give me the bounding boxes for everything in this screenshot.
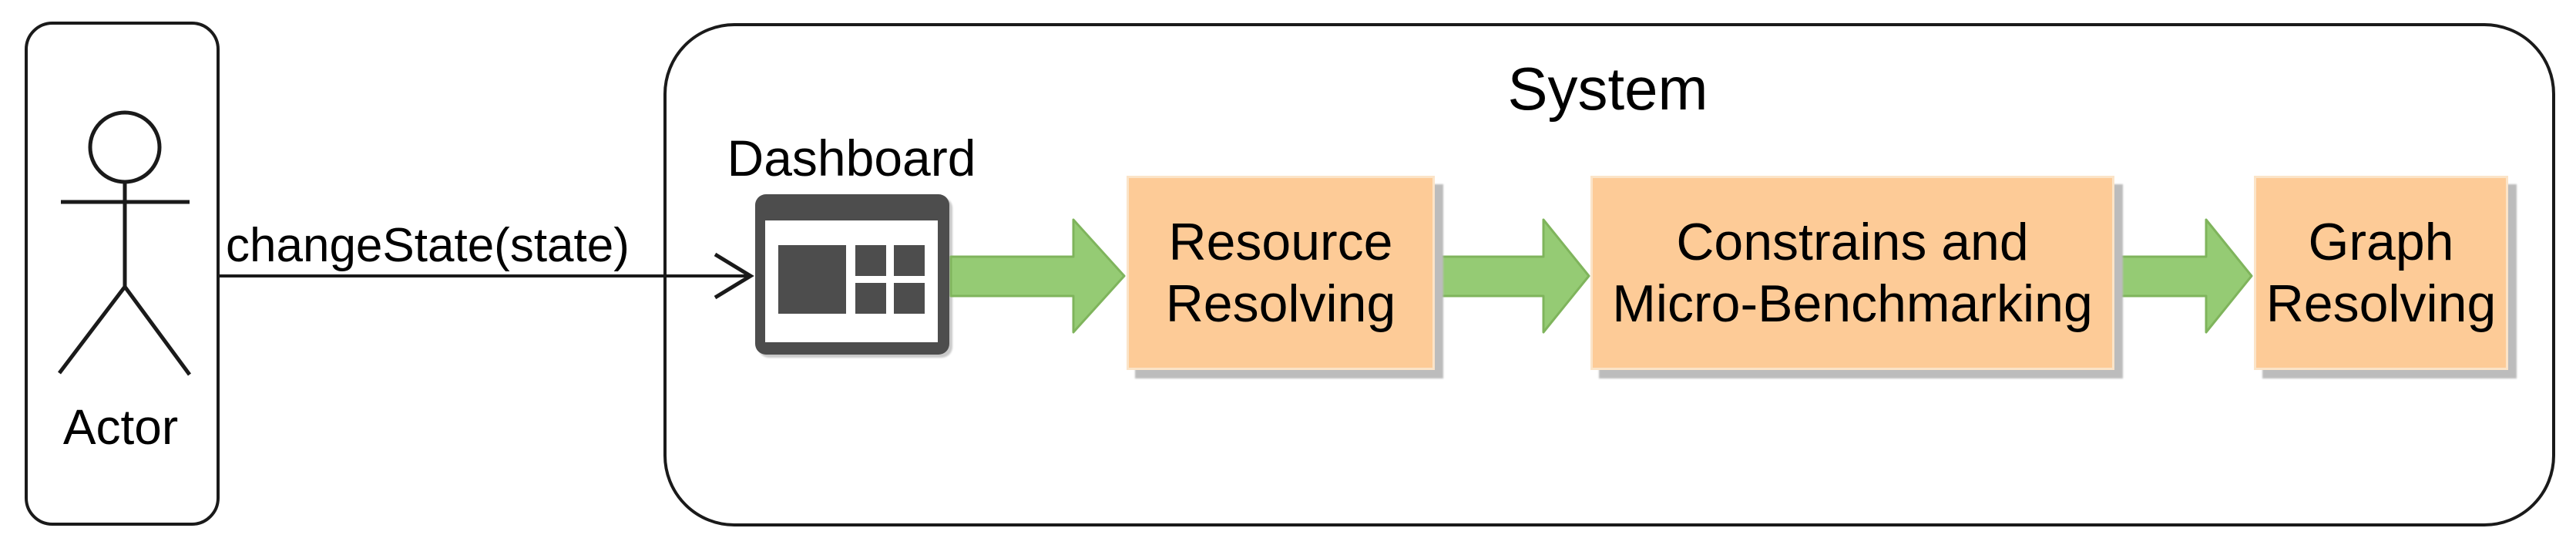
message-label: changeState(state) bbox=[226, 219, 630, 272]
dashboard-icon bbox=[755, 194, 949, 355]
dashboard-tile-small-4 bbox=[894, 283, 925, 314]
stick-figure-icon bbox=[58, 110, 192, 376]
actor-box bbox=[25, 22, 220, 526]
process-step-label: Graph Resolving bbox=[2265, 213, 2497, 333]
dashboard-icon-screen bbox=[765, 220, 938, 342]
dashboard-tile-small-1 bbox=[855, 245, 886, 276]
dashboard-tile-small-2 bbox=[894, 245, 925, 276]
process-step-label: Resource Resolving bbox=[1165, 213, 1396, 333]
flow-arrow-icon bbox=[2107, 218, 2253, 334]
process-step-label: Constrains and Micro-Benchmarking bbox=[1612, 213, 2093, 333]
dashboard-tile-small-3 bbox=[855, 283, 886, 314]
dashboard-label: Dashboard bbox=[727, 130, 976, 187]
process-step-box: Constrains and Micro-Benchmarking bbox=[1590, 176, 2114, 370]
process-step-box: Resource Resolving bbox=[1127, 176, 1435, 370]
flow-arrow-icon bbox=[1435, 218, 1590, 334]
actor-label: Actor bbox=[62, 399, 179, 455]
process-step-box: Graph Resolving bbox=[2254, 176, 2508, 370]
dashboard-tile-large bbox=[778, 245, 846, 314]
system-title: System bbox=[1507, 55, 1708, 123]
flow-arrow-icon bbox=[949, 218, 1126, 334]
